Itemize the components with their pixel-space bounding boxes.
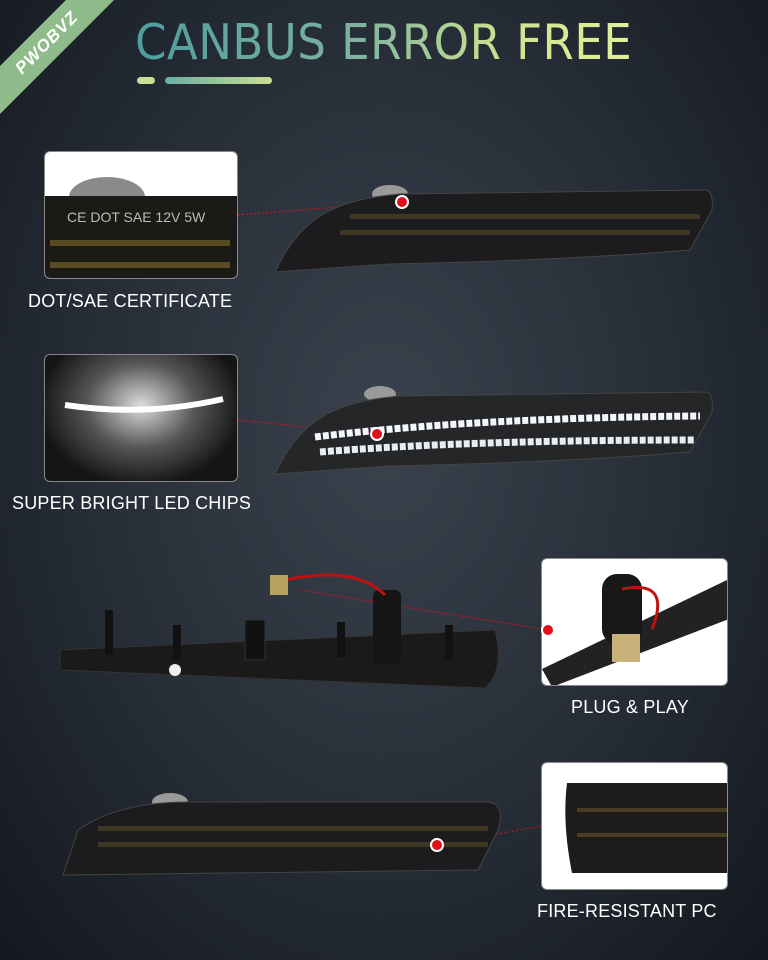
led-inset-image	[44, 354, 238, 482]
marker-dot	[370, 427, 384, 441]
dot-sae-inset-image: CE DOT SAE 12V 5W	[44, 151, 238, 279]
lamp-smoked-bottom	[62, 793, 501, 876]
plug-play-inset-image	[541, 558, 728, 686]
feature-label-dot-sae: DOT/SAE CERTIFICATE	[28, 291, 233, 311]
marker-dot	[395, 195, 409, 209]
feature-label-fire-resistant: FIRE-RESISTANT PC	[537, 901, 717, 921]
feature-label-plug-play: PLUG & PLAY	[571, 697, 689, 717]
marker-dot	[541, 623, 555, 637]
feature-label-led: SUPER BRIGHT LED CHIPS	[12, 493, 252, 513]
fire-resistant-inset-image	[541, 762, 728, 890]
marker-dot	[430, 838, 444, 852]
page-title: CANBUS ERROR FREE	[135, 14, 633, 71]
title-underline-short	[137, 77, 155, 84]
lamp-smoked	[274, 185, 713, 273]
lamp-lit	[274, 386, 713, 475]
embossed-text: CE DOT SAE 12V 5W	[67, 209, 206, 225]
lamp-base-with-connector	[59, 573, 499, 689]
title-underline-long	[165, 77, 272, 84]
